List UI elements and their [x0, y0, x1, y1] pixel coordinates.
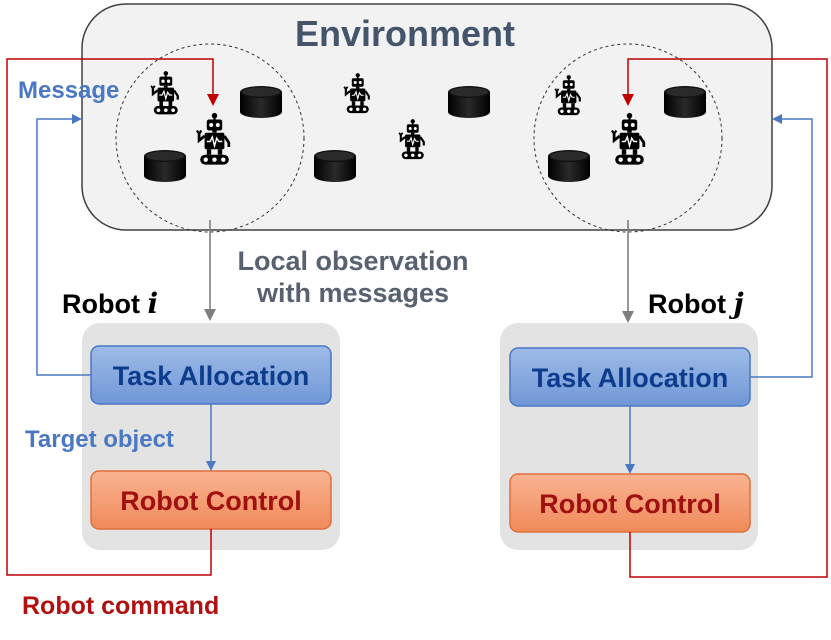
robot-j-task-allocation-label: Task Allocation	[532, 363, 729, 393]
target-object-label: Target object	[25, 426, 174, 453]
observation-range-robot-i	[115, 43, 305, 233]
message-label: Message	[18, 77, 119, 104]
robot-command-arrow-robot-j	[622, 58, 828, 578]
object-cylinder-icon	[314, 150, 356, 182]
robot-command-arrow-robot-i	[6, 58, 219, 576]
local-observation-label-line1: Local observation	[237, 246, 468, 276]
local-observation-label-line2: with messages	[256, 278, 449, 308]
message-arrow-robot-j	[750, 114, 813, 378]
object-cylinder-icon	[144, 150, 186, 182]
object-cylinder-icon	[664, 86, 706, 118]
environment-title: Environment	[295, 13, 515, 54]
robot-i-task-allocation-label: Task Allocation	[113, 361, 310, 391]
object-cylinder-icon	[240, 86, 282, 118]
message-arrow-robot-i	[36, 114, 91, 376]
object-cylinder-icon	[548, 150, 590, 182]
observation-range-robot-j	[533, 43, 723, 233]
robot-i-label: Robot i	[62, 287, 158, 320]
object-cylinder-icon	[448, 86, 490, 118]
robot-command-label: Robot command	[22, 592, 219, 620]
robot-j-label: Robot j	[648, 287, 744, 320]
robot-j-robot-control-label: Robot Control	[539, 489, 720, 519]
robot-i-robot-control-label: Robot Control	[120, 486, 301, 516]
